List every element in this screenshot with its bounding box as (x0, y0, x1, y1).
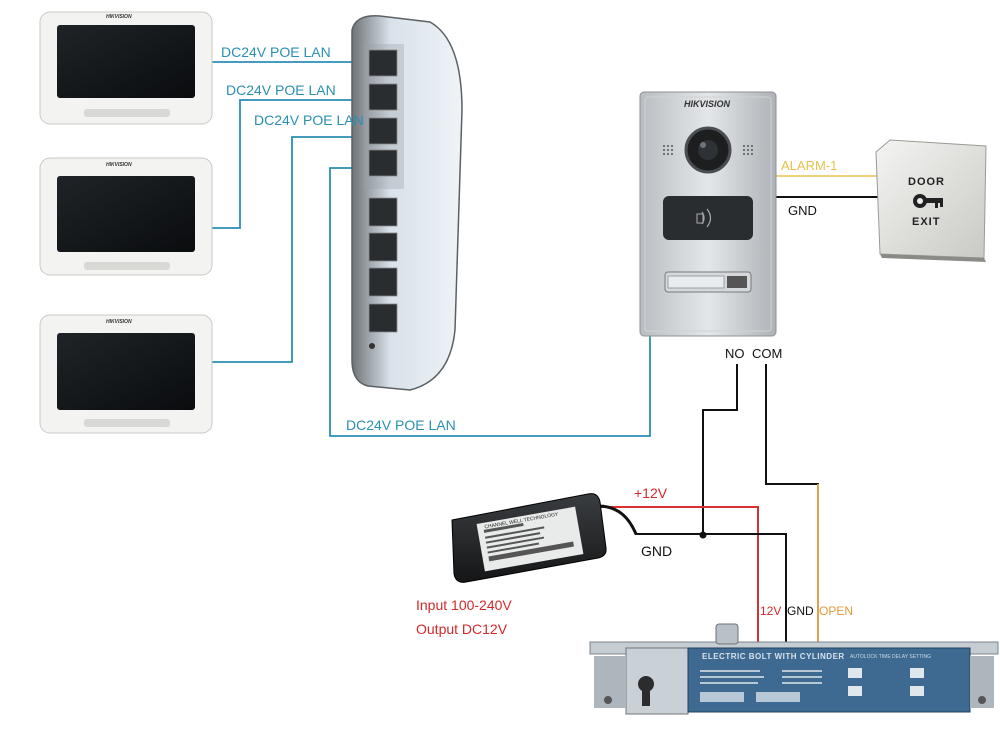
electric-bolt-lock (589, 623, 999, 715)
psu-cord (597, 504, 638, 535)
door-station (639, 91, 777, 337)
poe-cable-4 (329, 167, 651, 437)
poe-cable-2 (212, 99, 378, 229)
poe-label-1: DC24V POE LAN (221, 44, 331, 60)
no-label: NO (725, 346, 745, 361)
lock-gnd-label: GND (787, 604, 814, 618)
poe-label-3: DC24V POE LAN (254, 112, 364, 128)
indoor-monitor-1 (39, 11, 213, 125)
monitor-1-brand: HIKVISION (106, 14, 132, 20)
door-station-brand: HIKVISION (684, 99, 731, 109)
monitor-2-brand: HIKVISION (106, 162, 132, 168)
psu-gnd-wire (635, 533, 787, 647)
alarm-label: ALARM-1 (781, 158, 838, 173)
exit-button-line2: EXIT (912, 216, 941, 228)
exit-button (875, 139, 987, 262)
junction-dot (699, 531, 707, 539)
card-reader (663, 196, 753, 240)
poe-label-4: DC24V POE LAN (346, 417, 456, 433)
speaker-grille-right (743, 145, 753, 155)
plus12v-label: +12V (634, 485, 668, 501)
poe-switch (351, 15, 463, 391)
switch-ports (368, 49, 398, 333)
exit-gnd-label: GND (788, 203, 817, 218)
plus12v-wire (597, 506, 759, 647)
lock-open-label: OPEN (819, 604, 854, 618)
input-label: Input 100-240V (416, 597, 512, 613)
indoor-monitor-2 (39, 157, 213, 276)
lock-delay-title: AUTOLOCK TIME DELAY SETTING (850, 654, 932, 660)
monitor-3-brand: HIKVISION (106, 319, 132, 325)
monitor-buttons (84, 109, 170, 117)
speaker-grille-left (663, 145, 673, 155)
com-label: COM (752, 346, 783, 361)
psu-gnd-label: GND (641, 543, 673, 559)
power-adapter (451, 493, 607, 583)
lock-title: ELECTRIC BOLT WITH CYLINDER (702, 652, 845, 661)
poe-cable-3 (212, 136, 378, 363)
delay-switches (848, 668, 924, 696)
output-label: Output DC12V (416, 621, 508, 637)
poe-label-2: DC24V POE LAN (226, 82, 336, 98)
indoor-monitor-3 (39, 314, 213, 434)
no-wire (702, 364, 738, 535)
exit-button-line1: DOOR (908, 176, 945, 188)
lock-12v-label: 12V (760, 604, 782, 618)
